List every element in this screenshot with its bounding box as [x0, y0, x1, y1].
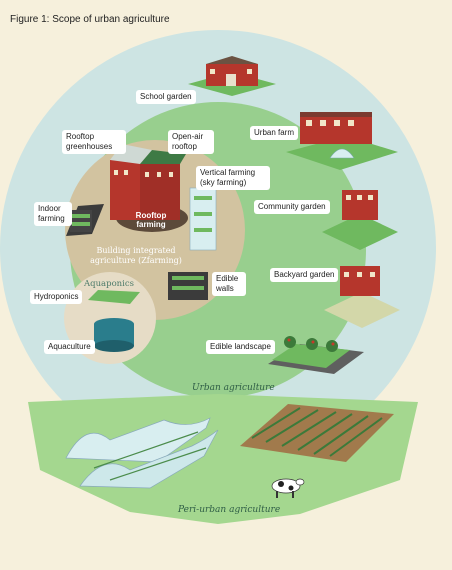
greenhouses-illustration: [65, 417, 219, 489]
edible-walls-illustration: [168, 272, 208, 300]
label-rooftop-farming: Rooftop farming: [135, 211, 167, 229]
crop-field-illustration: [240, 404, 394, 462]
vertical-farming-illustration: [189, 187, 217, 251]
rooftop-building-illustration: [110, 144, 188, 232]
cow-illustration: [271, 478, 305, 498]
backyard-garden-illustration: [324, 266, 400, 328]
label-peri-urban-agriculture: Peri-urban agriculture: [178, 505, 281, 515]
label-urban-farm: Urban farm: [250, 126, 299, 140]
label-community-garden: Community garden: [254, 200, 330, 214]
community-garden-illustration: [322, 190, 398, 250]
label-urban-agriculture: Urban agriculture: [192, 383, 275, 393]
edible-landscape-illustration: [268, 336, 364, 374]
urban-farm-illustration: [286, 112, 398, 170]
label-rooftop-greenhouses: Rooftop greenhouses: [62, 130, 126, 154]
label-building-integrated: Building integrated agriculture (Zfarmin…: [90, 246, 182, 265]
school-garden-illustration: [188, 56, 276, 96]
aquaponics-tank-illustration: [88, 290, 140, 352]
label-aquaponics: Aquaponics: [84, 279, 134, 289]
label-edible-landscape: Edible landscape: [206, 340, 275, 354]
label-vertical-farming: Vertical farming (sky farming): [196, 166, 270, 190]
label-aquaculture: Aquaculture: [44, 340, 95, 354]
label-school-garden: School garden: [136, 90, 196, 104]
indoor-farming-illustration: [66, 204, 104, 236]
label-backyard-garden: Backyard garden: [270, 268, 339, 282]
label-edible-walls: Edible walls: [212, 272, 246, 296]
label-open-air-rooftop: Open-air rooftop: [168, 130, 214, 154]
label-hydroponics: Hydroponics: [30, 290, 83, 304]
figure-title: Figure 1: Scope of urban agriculture: [10, 14, 170, 25]
label-indoor-farming: Indoor farming: [34, 202, 72, 226]
